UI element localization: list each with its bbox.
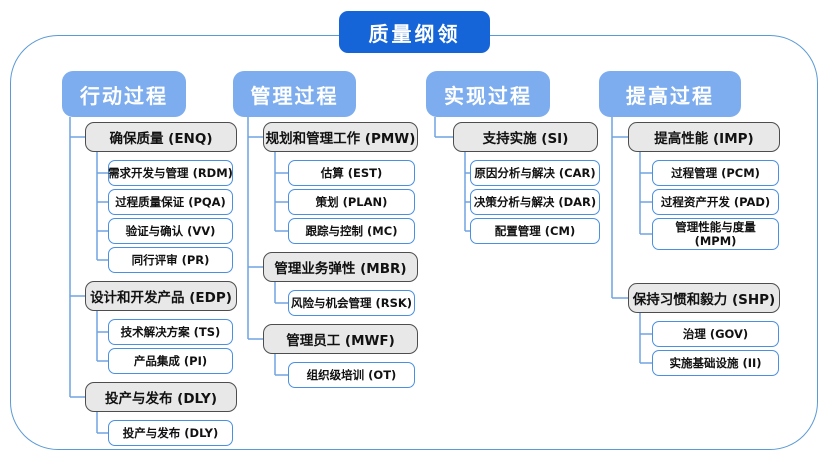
child-node: 策划 (PLAN): [288, 189, 415, 215]
child-node: 产品集成 (PI): [108, 348, 233, 374]
child-node: 技术解决方案 (TS): [108, 319, 233, 345]
group-node: 规划和管理工作 (PMW): [263, 122, 418, 152]
group-node: 设计和开发产品 (EDP): [85, 281, 237, 311]
group-node: 保持习惯和毅力 (SHP): [628, 283, 780, 313]
column-header: 管理过程: [233, 71, 356, 117]
child-node: 实施基础设施 (II): [652, 350, 779, 376]
child-node: 验证与确认 (VV): [108, 218, 233, 244]
child-node: 投产与发布 (DLY): [108, 420, 233, 446]
child-node: 同行评审 (PR): [108, 247, 233, 273]
child-node: 估算 (EST): [288, 160, 415, 186]
child-node: 风险与机会管理 (RSK): [288, 290, 415, 316]
group-node: 支持实施 (SI): [453, 122, 598, 152]
child-node: 跟踪与控制 (MC): [288, 218, 415, 244]
child-node: 过程质量保证 (PQA): [108, 189, 233, 215]
child-node: 管理性能与度量 (MPM): [652, 218, 779, 250]
column-header: 提高过程: [599, 71, 741, 117]
group-node: 管理业务弹性 (MBR): [263, 252, 418, 282]
child-node: 决策分析与解决 (DAR): [470, 189, 600, 215]
child-node: 需求开发与管理 (RDM): [108, 160, 233, 186]
group-node: 投产与发布 (DLY): [85, 382, 237, 412]
column-header: 行动过程: [62, 71, 186, 117]
child-node: 治理 (GOV): [652, 321, 779, 347]
group-node: 提高性能 (IMP): [628, 122, 780, 152]
child-node: 过程管理 (PCM): [652, 160, 779, 186]
child-node: 过程资产开发 (PAD): [652, 189, 779, 215]
child-node: 组织级培训 (OT): [288, 362, 415, 388]
group-node: 确保质量 (ENQ): [85, 122, 237, 152]
column-header: 实现过程: [426, 71, 550, 117]
diagram-title: 质量纲领: [339, 11, 490, 53]
group-node: 管理员工 (MWF): [263, 324, 418, 354]
child-node: 配置管理 (CM): [470, 218, 600, 244]
child-node: 原因分析与解决 (CAR): [470, 160, 600, 186]
